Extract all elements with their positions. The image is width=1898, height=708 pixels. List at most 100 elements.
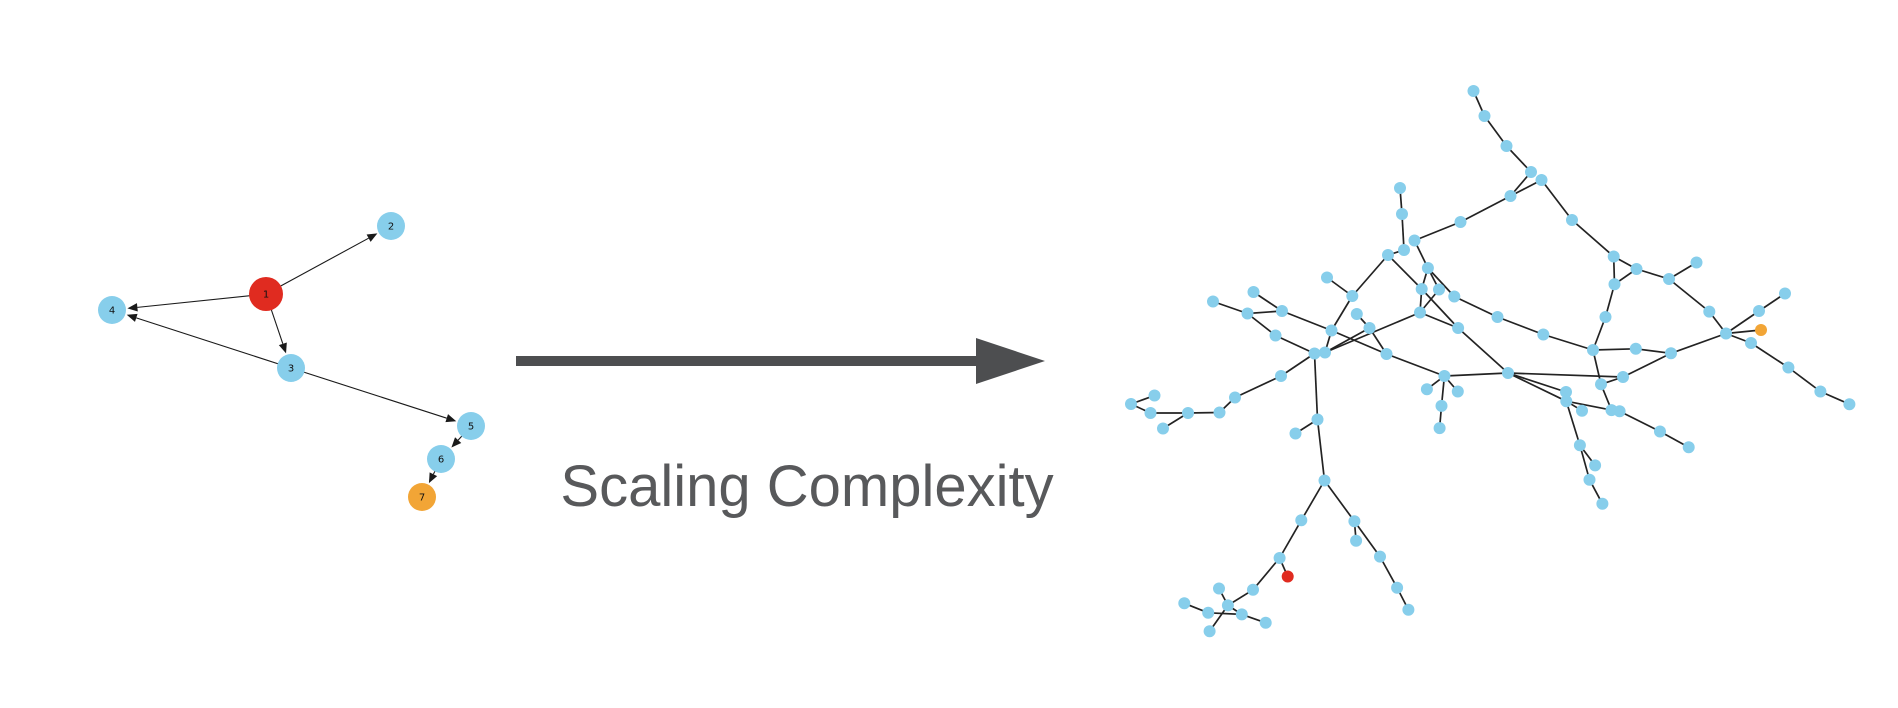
large-graph-node-Q9 (1178, 597, 1191, 610)
large-graph-node-A1 (1467, 85, 1480, 97)
small-graph-arrowhead-icon (428, 472, 438, 484)
large-graph-node-C2 (1535, 174, 1548, 186)
large-graph-node-Q1 (1295, 514, 1308, 527)
large-graph-node-E (1241, 307, 1254, 320)
large-graph-edge (1421, 288, 1459, 329)
large-graph-node-R (1213, 406, 1226, 419)
large-graph-edge (1507, 372, 1567, 393)
large-graph-node-Q (1182, 407, 1194, 419)
large-graph-node-I (1363, 322, 1376, 334)
small-graph-edge (290, 367, 447, 419)
large-graph-node-X5 (1654, 425, 1666, 438)
small-graph-arrowhead-icon (127, 303, 138, 312)
large-graph-node-F (1276, 305, 1288, 317)
large-graph-node-P1 (1782, 361, 1795, 374)
large-graph-node-W3b (1560, 395, 1573, 408)
large-graph-edge (1507, 372, 1567, 402)
large-graph-node-X10 (1682, 441, 1695, 454)
large-graph-edge (1252, 557, 1281, 591)
small-graph-arrowhead-icon (445, 414, 457, 423)
large-graph-node-P (1144, 407, 1157, 419)
large-graph-node-Ne (1745, 337, 1757, 349)
large-graph-node-X7 (1589, 459, 1602, 472)
large-graph-node-X3 (1617, 371, 1629, 383)
scaling-complexity-label: Scaling Complexity (560, 454, 1053, 519)
large-graph-node-Q4 (1273, 552, 1286, 564)
small-graph-node-2 (377, 212, 405, 240)
large-graph-node-F5 (1690, 256, 1703, 269)
large-graph-node-V3 (1451, 385, 1464, 398)
large-graph-node-W2 (1537, 328, 1550, 341)
large-graph-node-T (1311, 413, 1324, 426)
large-graph-edge (1278, 519, 1303, 559)
large-graph-node-C1 (1525, 166, 1537, 178)
large-graph-node-V4 (1435, 399, 1448, 412)
large-graph-edge (1750, 342, 1789, 369)
small-graph-edge (265, 237, 369, 295)
large-graph-node-J (1380, 348, 1393, 360)
large-graph-edge (1565, 400, 1581, 446)
small-graph-node-1 (249, 277, 283, 311)
large-graph-edge (1670, 332, 1727, 355)
large-graph-node-M (1229, 391, 1241, 404)
small-graph-node-label: 2 (388, 222, 394, 233)
large-graph-edge (1540, 179, 1573, 221)
small-graph-arrowhead-icon (278, 342, 287, 354)
large-graph-node-HubB (1398, 244, 1410, 256)
small-graph-arrowhead-icon (126, 313, 138, 322)
large-graph-node-L (1275, 370, 1287, 382)
large-graph-node-E4 (1630, 263, 1643, 275)
large-graph-node-D (1207, 295, 1219, 308)
small-graph-node-label: 6 (438, 455, 444, 466)
small-graph-arrowhead-icon (451, 437, 462, 448)
small-graph-edge (137, 293, 267, 308)
large-graph-edge (1324, 327, 1370, 354)
large-graph-node-P3 (1843, 398, 1856, 411)
large-graph-node-U (1289, 427, 1302, 440)
large-graph-node-D1 (1504, 190, 1517, 202)
large-graph-edge (1622, 352, 1672, 378)
large-graph-edge (1323, 479, 1356, 522)
large-graph-node-U2 (1502, 367, 1514, 379)
large-graph-node-X8 (1583, 473, 1596, 486)
large-graph-node-F2 (1396, 208, 1408, 220)
small-graph-edge (136, 317, 292, 369)
large-graph-edge (1414, 221, 1461, 242)
large-graph-node-A2 (1478, 110, 1491, 122)
large-graph-edge (1300, 480, 1326, 521)
large-graph-node-P2 (1814, 385, 1827, 398)
large-graph-node-X9 (1596, 497, 1609, 510)
large-graph-node-V5 (1433, 422, 1446, 435)
large-graph-node-X6 (1573, 439, 1586, 452)
large-graph-node-Na (1703, 305, 1716, 318)
large-graph-node-X4b (1613, 405, 1626, 418)
large-graph-edge (1457, 327, 1509, 374)
large-graph-node-C (1247, 286, 1260, 298)
small-graph-node-5 (457, 412, 485, 440)
large-graph-node-Red (1281, 570, 1294, 583)
large-graph-edge (1330, 295, 1354, 331)
large-graph-node-H4 (1448, 290, 1461, 303)
large-graph-edge (1419, 311, 1459, 329)
large-graph-edge (1543, 333, 1594, 351)
large-graph-edge (1787, 366, 1821, 393)
large-graph-node-G (1269, 329, 1282, 342)
large-graph-node-U1 (1452, 322, 1465, 334)
large-graph-node-Q11 (1235, 608, 1248, 621)
large-graph-node-H3 (1433, 283, 1445, 296)
large-graph-node-R1 (1374, 550, 1386, 563)
large-graph-node-Q10 (1203, 625, 1216, 638)
large-graph-node-HubA (1408, 234, 1421, 247)
large-graph-node-T1 (1414, 306, 1426, 319)
large-graph-node-Nd (1779, 287, 1791, 300)
small-graph-node-label: 5 (468, 422, 474, 433)
large-graph-edge (1592, 347, 1636, 351)
large-graph-edge (1387, 254, 1423, 290)
large-graph-edge (1212, 300, 1248, 315)
large-graph-node-V (1318, 474, 1331, 487)
large-graph-edge (1427, 267, 1455, 298)
large-graph-node-W1 (1491, 311, 1504, 323)
large-graph-node-W4 (1587, 344, 1599, 356)
